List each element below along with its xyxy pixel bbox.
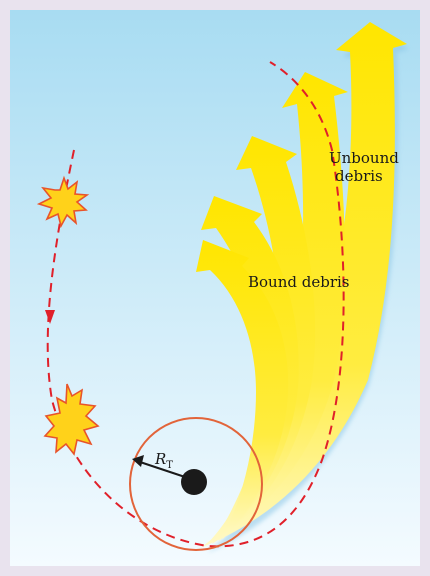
- star-disrupted-icon: [43, 383, 100, 456]
- unbound-debris-label-line2: debris: [335, 167, 383, 185]
- tidal-radius-subscript: T: [166, 460, 173, 471]
- bound-stream-1: [212, 136, 316, 544]
- unbound-debris-label-line1: Unbound: [329, 149, 399, 167]
- bound-stream-3: [196, 240, 289, 540]
- tidal-radius-label: RT: [154, 450, 173, 471]
- bound-debris-label: Bound debris: [248, 273, 350, 291]
- tidal-radius-circle: [129, 417, 263, 551]
- star-burst-icon: [36, 175, 90, 229]
- radius-arrowhead-icon: [132, 455, 144, 467]
- debris-streams: [196, 22, 407, 548]
- unbound-stream-2: [205, 72, 348, 546]
- black-hole: [181, 469, 207, 495]
- stellar-orbit: [46, 61, 345, 548]
- tidal-radius-symbol: R: [154, 450, 166, 468]
- radius-arrow-shaft: [139, 461, 189, 479]
- unbound-stream-1: [200, 22, 407, 548]
- orbit-direction-arrow-icon: [45, 310, 55, 324]
